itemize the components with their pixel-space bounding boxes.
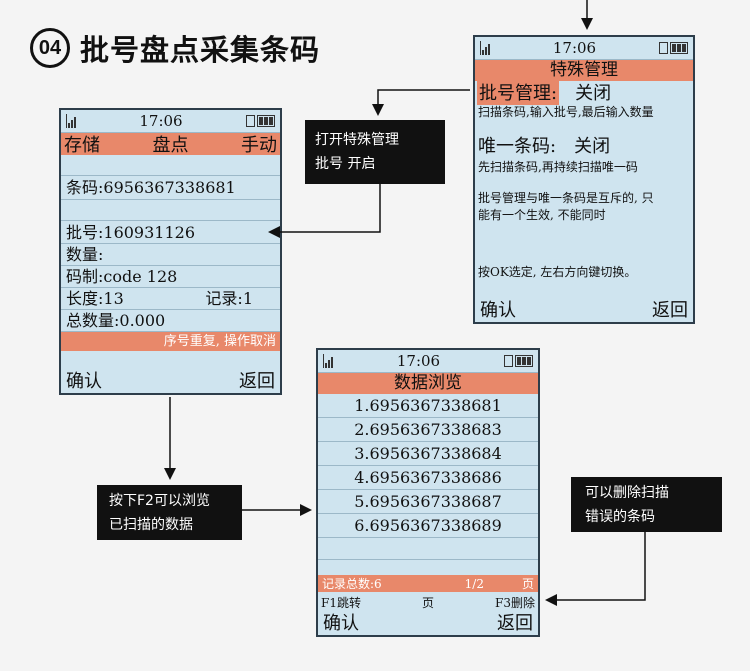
screen-title: 特殊管理 [475, 60, 693, 81]
clock: 17:06 [552, 39, 597, 57]
barcode-list-item[interactable]: 6.6956367338689 [318, 514, 538, 538]
confirm-softkey[interactable]: 确认 [66, 371, 102, 392]
barcode-list-item[interactable]: 1.6956367338681 [318, 394, 538, 418]
batch-management-value[interactable]: 关闭 [575, 83, 612, 104]
battery-icon [514, 355, 533, 367]
length-record-row: 长度:13 记录:1 [61, 288, 280, 310]
unique-barcode-option[interactable]: 唯一条码: 关闭 [475, 132, 693, 158]
arrow-to-special-callout [372, 89, 470, 116]
barcode-field[interactable]: 条码:6956367338681 [61, 176, 280, 200]
back-softkey[interactable]: 返回 [497, 613, 533, 634]
clock: 17:06 [396, 352, 441, 370]
arrow-to-delete-key [545, 532, 646, 606]
blank-row [318, 538, 538, 560]
batch-management-label: 批号管理: [477, 79, 560, 105]
function-key-bar: F1跳转 页 F3删除 [318, 594, 538, 611]
back-softkey[interactable]: 返回 [239, 371, 275, 392]
mode-inventory[interactable]: 盘点 [152, 135, 189, 156]
unique-barcode-desc: 先扫描条码,再持续扫描唯一码 [478, 160, 638, 174]
special-management-callout: 打开特殊管理 批号 开启 [305, 120, 445, 184]
step-number-badge: 04 [30, 28, 70, 68]
records-summary-bar: 记录总数:6 1/2 页 [318, 575, 538, 592]
clock: 17:06 [139, 112, 183, 130]
signal-icon [66, 114, 76, 128]
unique-barcode-value[interactable]: 关闭 [574, 136, 611, 157]
barcode-list-item[interactable]: 2.6956367338683 [318, 418, 538, 442]
unique-barcode-label: 唯一条码: [478, 136, 557, 157]
batch-management-desc: 扫描条码,输入批号,最后输入数量 [478, 105, 654, 119]
duplicate-alert: 序号重复, 操作取消 [61, 332, 280, 351]
delete-function-key[interactable]: F3删除 [495, 596, 535, 610]
blank-row [61, 155, 280, 176]
barcode-list-item[interactable]: 5.6956367338687 [318, 490, 538, 514]
back-softkey[interactable]: 返回 [652, 300, 688, 321]
callout-line: 可以删除扫描 [585, 485, 669, 501]
record-value: 记录:1 [205, 289, 253, 308]
barcode-list-item[interactable]: 3.6956367338684 [318, 442, 538, 466]
mode-storage[interactable]: 存储 [64, 135, 100, 156]
browse-callout: 按下F2可以浏览 已扫描的数据 [97, 485, 242, 540]
confirm-softkey[interactable]: 确认 [323, 613, 359, 634]
battery-icon [669, 42, 688, 54]
mutex-note-line1: 批号管理与唯一条码是互斥的, 只 [478, 191, 654, 205]
status-bar: 17:06 [61, 110, 280, 133]
records-total: 记录总数:6 [322, 577, 382, 591]
sd-card-icon [503, 355, 513, 367]
jump-function-key[interactable]: F1跳转 [321, 596, 361, 610]
callout-line: 错误的条码 [585, 509, 655, 525]
mode-manual[interactable]: 手动 [241, 135, 277, 156]
length-value: 长度:13 [66, 289, 124, 308]
key-hint: 按OK选定, 左右方向键切换。 [478, 265, 637, 279]
callout-line: 按下F2可以浏览 [109, 493, 210, 509]
symbology-field: 码制:code 128 [61, 266, 280, 288]
mutex-note-line2: 能有一个生效, 不能同时 [478, 208, 606, 222]
delete-callout: 可以删除扫描 错误的条码 [571, 477, 722, 532]
signal-icon [323, 354, 333, 368]
section-heading: 04 批号盘点采集条码 [30, 28, 320, 68]
mode-header: 存储 盘点 手动 [61, 133, 280, 156]
batch-field[interactable]: 批号:160931126 [61, 221, 280, 244]
screen-title: 数据浏览 [318, 373, 538, 394]
battery-icon [256, 115, 275, 127]
page-indicator: 1/2 [464, 577, 484, 591]
inventory-screen: 17:06 存储 盘点 手动 条码:6956367338681 批号:16093… [59, 108, 282, 395]
special-management-screen: 17:06 特殊管理 批号管理: 关闭 扫描条码,输入批号,最后输入数量 唯一条… [473, 35, 695, 324]
callout-line: 打开特殊管理 [315, 132, 399, 148]
quantity-field[interactable]: 数量: [61, 244, 280, 266]
batch-management-option[interactable]: 批号管理: 关闭 [475, 79, 693, 105]
page-unit: 页 [521, 577, 534, 591]
barcode-list-item[interactable]: 4.6956367338686 [318, 466, 538, 490]
callout-line: 已扫描的数据 [109, 517, 193, 533]
sd-card-icon [245, 115, 255, 127]
page-label: 页 [421, 596, 434, 610]
section-title: 批号盘点采集条码 [80, 33, 321, 67]
status-bar: 17:06 [318, 350, 538, 373]
total-quantity: 总数量:0.000 [61, 310, 280, 332]
callout-line: 批号 开启 [315, 156, 376, 172]
blank-row [61, 200, 280, 221]
signal-icon [480, 41, 490, 55]
sd-card-icon [658, 42, 668, 54]
arrow-to-batch-field [268, 184, 381, 238]
confirm-softkey[interactable]: 确认 [480, 300, 516, 321]
status-bar: 17:06 [475, 37, 693, 60]
